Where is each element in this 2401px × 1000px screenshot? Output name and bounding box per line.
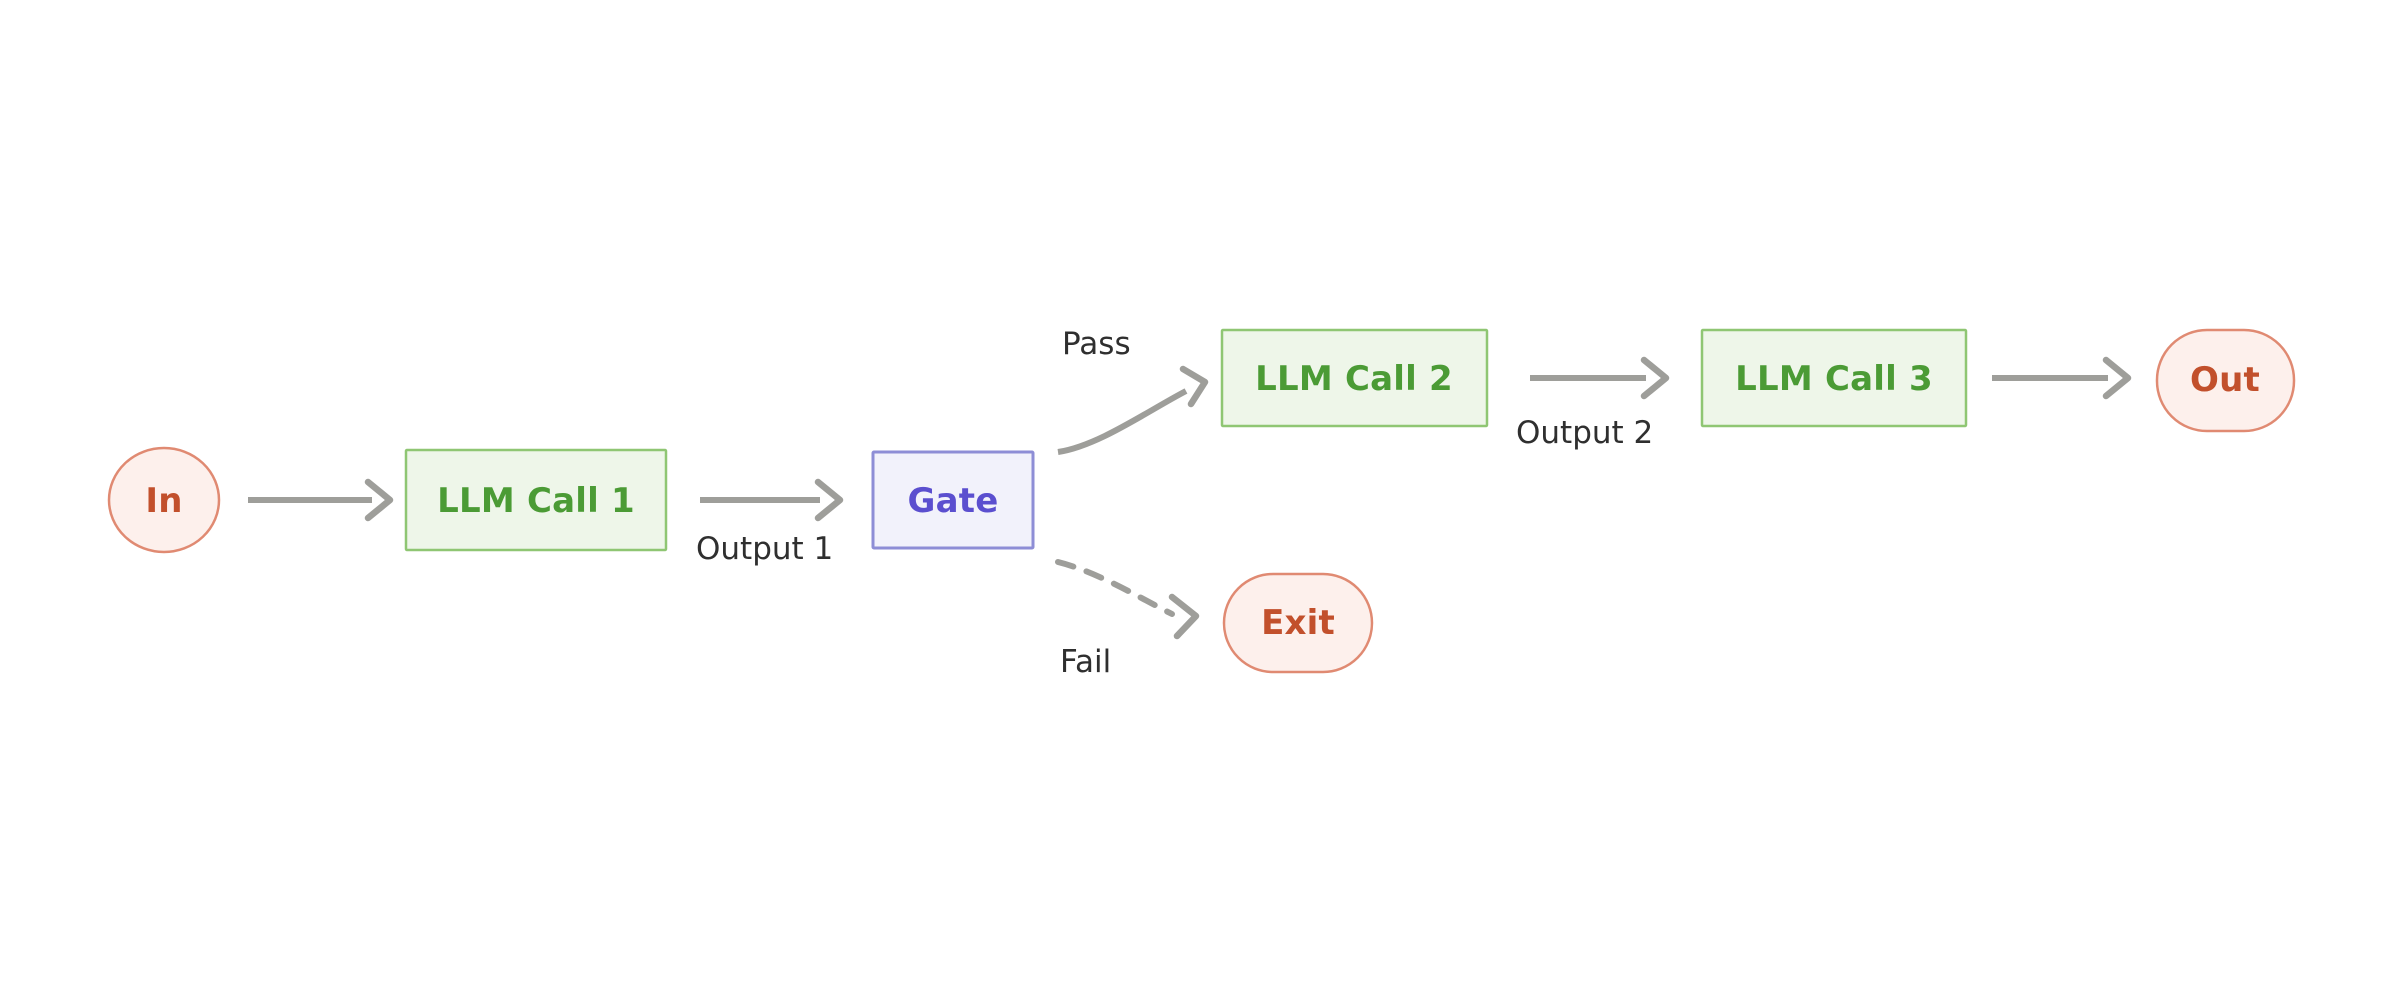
edge-call3-to-out [1992,356,2132,400]
arrow-head-icon [814,478,844,522]
node-gate-label: Gate [908,481,999,521]
node-out-label: Out [2190,360,2260,400]
arrow-head-icon [1168,593,1200,640]
edge-line-dashed [1055,559,1175,617]
node-in[interactable]: In [107,446,221,554]
node-gate-shape[interactable] [871,450,1035,550]
edge-label-pass: Pass [1062,326,1131,362]
node-llm-call-1-label: LLM Call 1 [437,481,635,521]
edge-gate-to-exit: Fail [1055,559,1200,680]
node-in-shape[interactable] [107,446,221,554]
node-llm-call-3-shape[interactable] [1700,328,1968,428]
node-llm-call-1-shape[interactable] [404,448,668,552]
node-llm-call-3[interactable]: LLM Call 3 [1700,328,1968,428]
node-out[interactable]: Out [2155,328,2296,433]
node-llm-call-2-shape[interactable] [1220,328,1489,428]
node-exit-shape[interactable] [1222,572,1374,674]
node-llm-call-2-label: LLM Call 2 [1255,359,1453,399]
edge-call1-to-gate: Output 1 [696,478,844,567]
arrow-head-icon [2102,356,2132,400]
node-out-shape[interactable] [2155,328,2296,433]
edge-in-to-call1 [248,478,394,522]
node-llm-call-1[interactable]: LLM Call 1 [404,448,668,552]
edge-label-fail: Fail [1060,644,1111,680]
node-exit-label: Exit [1261,603,1335,643]
arrow-head-icon [364,478,394,522]
edge-gate-to-call2: Pass [1057,326,1209,455]
arrow-head-icon [1640,356,1670,400]
node-llm-call-2[interactable]: LLM Call 2 [1220,328,1489,428]
node-llm-call-3-label: LLM Call 3 [1735,359,1933,399]
edge-label-output-2: Output 2 [1516,415,1653,451]
edge-label-output-1: Output 1 [696,531,833,567]
edge-call2-to-call3: Output 2 [1516,356,1670,451]
node-gate[interactable]: Gate [871,450,1035,550]
edge-line [1057,388,1188,455]
node-exit[interactable]: Exit [1222,572,1374,674]
node-in-label: In [145,481,182,521]
arrow-head-icon [1179,365,1209,408]
